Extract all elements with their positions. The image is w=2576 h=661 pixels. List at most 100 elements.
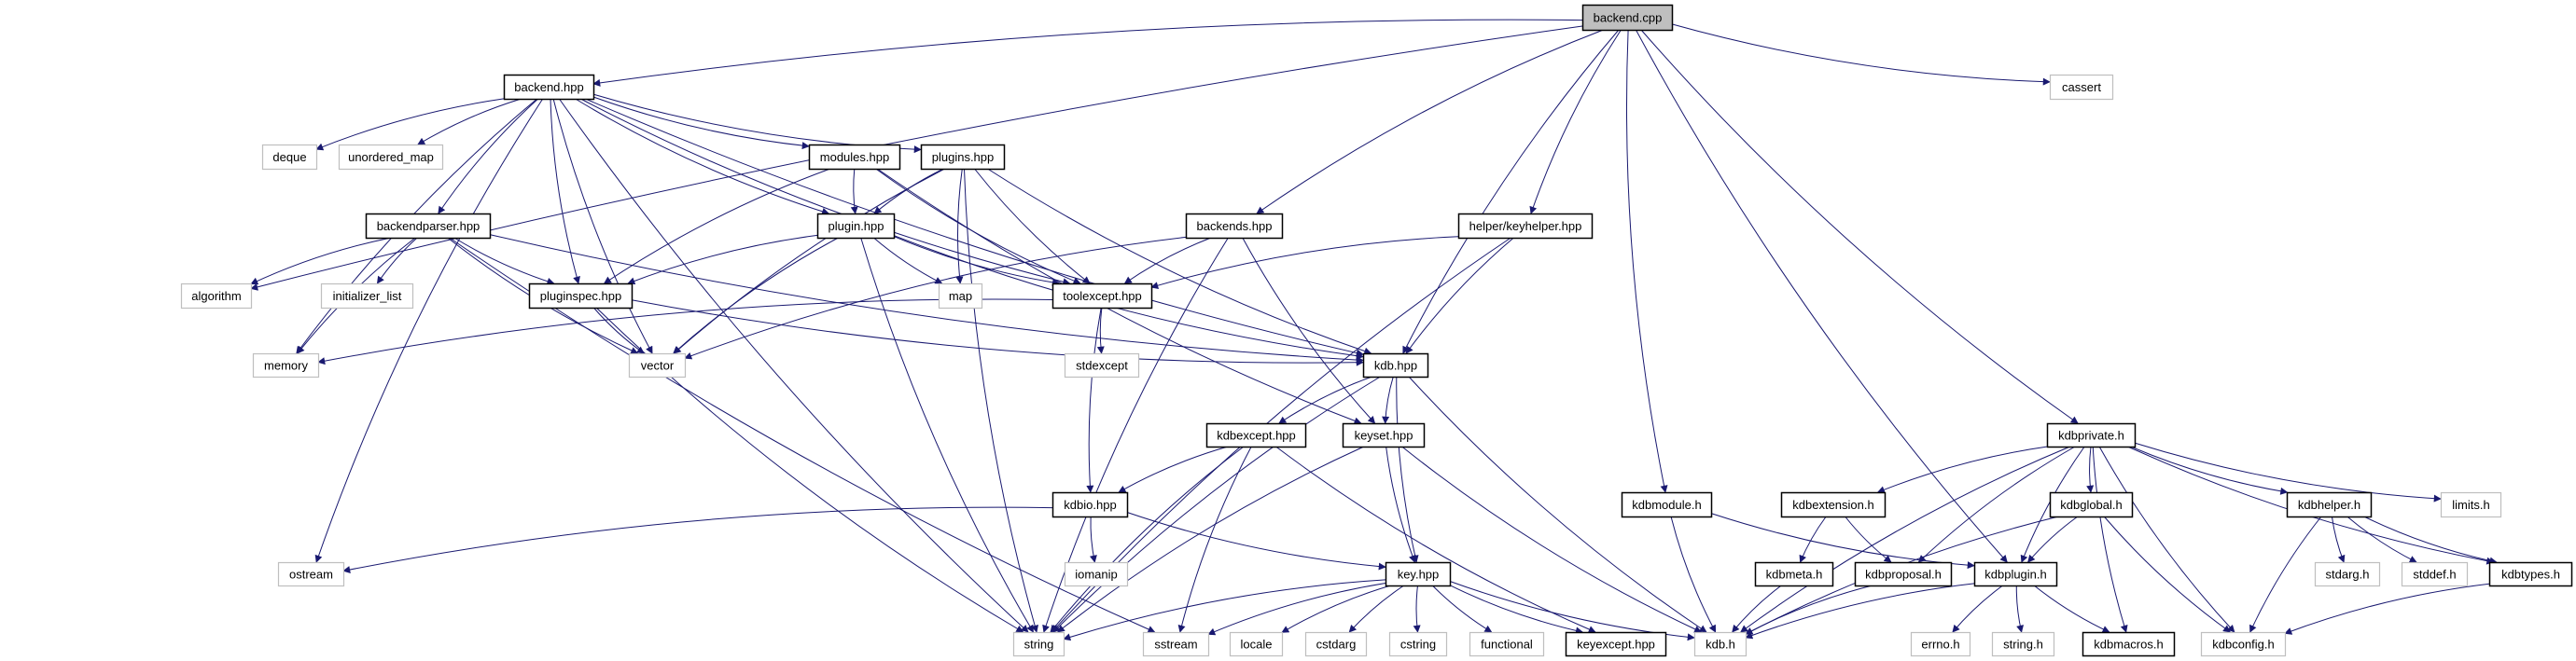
node-label: stdarg.h [2326,568,2370,582]
edge-kdb-hpp-to-kdbexcept-hpp [1278,376,1372,424]
node-kdbplugin-h[interactable]: kdbplugin.h [1973,561,2058,587]
edge-backend-cpp-to-kdbplugin-h [1635,29,2008,563]
node-label: kdb.hpp [1374,359,1417,373]
node-stddef-h: stddef.h [2401,561,2469,587]
node-helper-keyhelper-hpp[interactable]: helper/keyhelper.hpp [1457,213,1594,240]
node-box [2314,561,2381,587]
node-ostream: ostream [277,561,345,587]
edge-kdb-hpp-to-string [1052,376,1381,633]
edge-kdbexcept-hpp-to-keyexcept-hpp [1275,446,1596,633]
node-label: kdbmeta.h [1766,568,1823,582]
node-box [1064,352,1140,379]
node-kdbextension-h[interactable]: kdbextension.h [1780,491,1887,518]
edge-kdbmodule-h-to-kdbplugin-h [1710,513,1975,570]
node-kdbexcept-hpp[interactable]: kdbexcept.hpp [1205,422,1307,448]
edge-plugins-hpp-to-map [955,168,964,284]
node-box [1621,491,1713,518]
edge-backend-hpp-to-backendparser-hpp [438,98,539,214]
edge-backend-hpp-to-modules-hpp [592,96,810,150]
node-cstring: cstring [1388,631,1448,657]
edge-keyhelper-hpp-to-kdb-hpp [1405,237,1514,354]
node-box [277,561,345,587]
node-map: map [938,282,983,310]
node-box [2286,491,2373,518]
edge-kdbprivate-h-to-kdbextension-h [1876,446,2048,494]
node-pluginspec-hpp[interactable]: pluginspec.hpp [528,282,634,310]
node-backend-cpp[interactable]: backend.cpp [1581,4,1674,32]
node-keyset-hpp[interactable]: keyset.hpp [1342,422,1426,448]
node-label: stddef.h [2413,568,2456,582]
node-stdexcept: stdexcept [1064,352,1140,379]
node-key-hpp[interactable]: key.hpp [1385,561,1452,587]
node-label: vector [641,359,675,373]
edge-key-hpp-to-functional [1431,585,1493,633]
node-label: errno.h [1921,638,1959,652]
node-kdb-hpp[interactable]: kdb.hpp [1362,352,1429,379]
node-box [2046,422,2137,448]
node-kdbglobal-h[interactable]: kdbglobal.h [2049,491,2134,518]
node-kdbhelper-h[interactable]: kdbhelper.h [2286,491,2373,518]
edge-toolexcept-hpp-to-stdexcept [1096,307,1105,354]
node-kdbmeta-h[interactable]: kdbmeta.h [1754,561,1834,587]
node-backendparser-hpp[interactable]: backendparser.hpp [365,213,492,240]
node-box [1780,491,1887,518]
node-limits-h: limits.h [2440,491,2502,518]
node-kdbmodule-h[interactable]: kdbmodule.h [1621,491,1713,518]
edge-kdbextension-h-to-kdbmeta-h [1799,516,1827,563]
node-box [503,74,595,101]
node-label: sstream [1154,638,1197,652]
node-box [338,144,444,171]
node-modules-hpp[interactable]: modules.hpp [808,144,901,171]
node-label: backend.hpp [514,80,583,94]
node-cstdarg: cstdarg [1304,631,1368,657]
edge-kdbplugin-h-to-errno-h [1952,585,2003,633]
edge-kdbtypes-h-to-kdbconfig-h [2284,583,2490,635]
node-plugins-hpp[interactable]: plugins.hpp [920,144,1006,171]
node-kdbmacros-h[interactable]: kdbmacros.h [2082,631,2176,657]
edge-backend-hpp-to-unordered-map [417,98,522,145]
node-label: cstdarg [1316,638,1357,652]
edge-kdbexcept-hpp-to-kdbio-hpp [1118,446,1229,493]
edge-key-hpp-to-locale [1281,585,1391,633]
edge-plugins-hpp-to-toolexcept-hpp [974,168,1091,284]
edge-plugins-hpp-to-kdb-hpp [987,168,1372,355]
node-kdbproposal-h[interactable]: kdbproposal.h [1854,561,1953,587]
node-kdbprivate-h[interactable]: kdbprivate.h [2046,422,2137,448]
node-label: cassert [2062,80,2101,94]
node-label: locale [1241,638,1273,652]
node-label: kdbmacros.h [2094,638,2163,652]
edge-kdbextension-h-to-kdbproposal-h [1845,516,1892,563]
node-box [2082,631,2176,657]
node-label: pluginspec.hpp [540,289,621,303]
node-label: kdbextension.h [1792,498,1873,512]
edge-backend-hpp-to-plugins-hpp [592,93,922,154]
node-box [320,282,414,310]
node-keyexcept-hpp[interactable]: keyexcept.hpp [1565,631,1667,657]
node-backends-hpp[interactable]: backends.hpp [1185,213,1284,240]
node-kdbtypes-h[interactable]: kdbtypes.h [2488,561,2573,587]
node-toolexcept-hpp[interactable]: toolexcept.hpp [1051,282,1153,310]
edge-kdbprivate-h-to-kdbproposal-h [1917,446,2076,563]
edge-kdbio-hpp-to-ostream [342,506,1053,573]
edge-backends-hpp-to-keyset-hpp [1242,237,1376,424]
node-functional: functional [1469,631,1545,657]
node-label: kdbmodule.h [1632,498,1701,512]
node-box [2049,491,2134,518]
node-kdbio-hpp[interactable]: kdbio.hpp [1051,491,1129,518]
edge-backend-cpp-to-keyhelper-hpp [1529,29,1622,214]
edge-pluginspec-hpp-to-vector [592,307,645,354]
node-label: iomanip [1075,568,1118,582]
node-box [180,282,253,310]
node-box [261,144,318,171]
edge-backend-cpp-to-kdb-hpp [1402,29,1620,354]
edge-kdbhelper-h-to-stdarg-h [2331,516,2346,563]
node-box [1854,561,1953,587]
node-backend-hpp[interactable]: backend.hpp [503,74,595,101]
node-label: string [1024,638,1054,652]
node-box [1205,422,1307,448]
node-box [1469,631,1545,657]
node-plugin-hpp[interactable]: plugin.hpp [816,213,896,240]
node-label: limits.h [2452,498,2489,512]
node-errno-h: errno.h [1910,631,1971,657]
